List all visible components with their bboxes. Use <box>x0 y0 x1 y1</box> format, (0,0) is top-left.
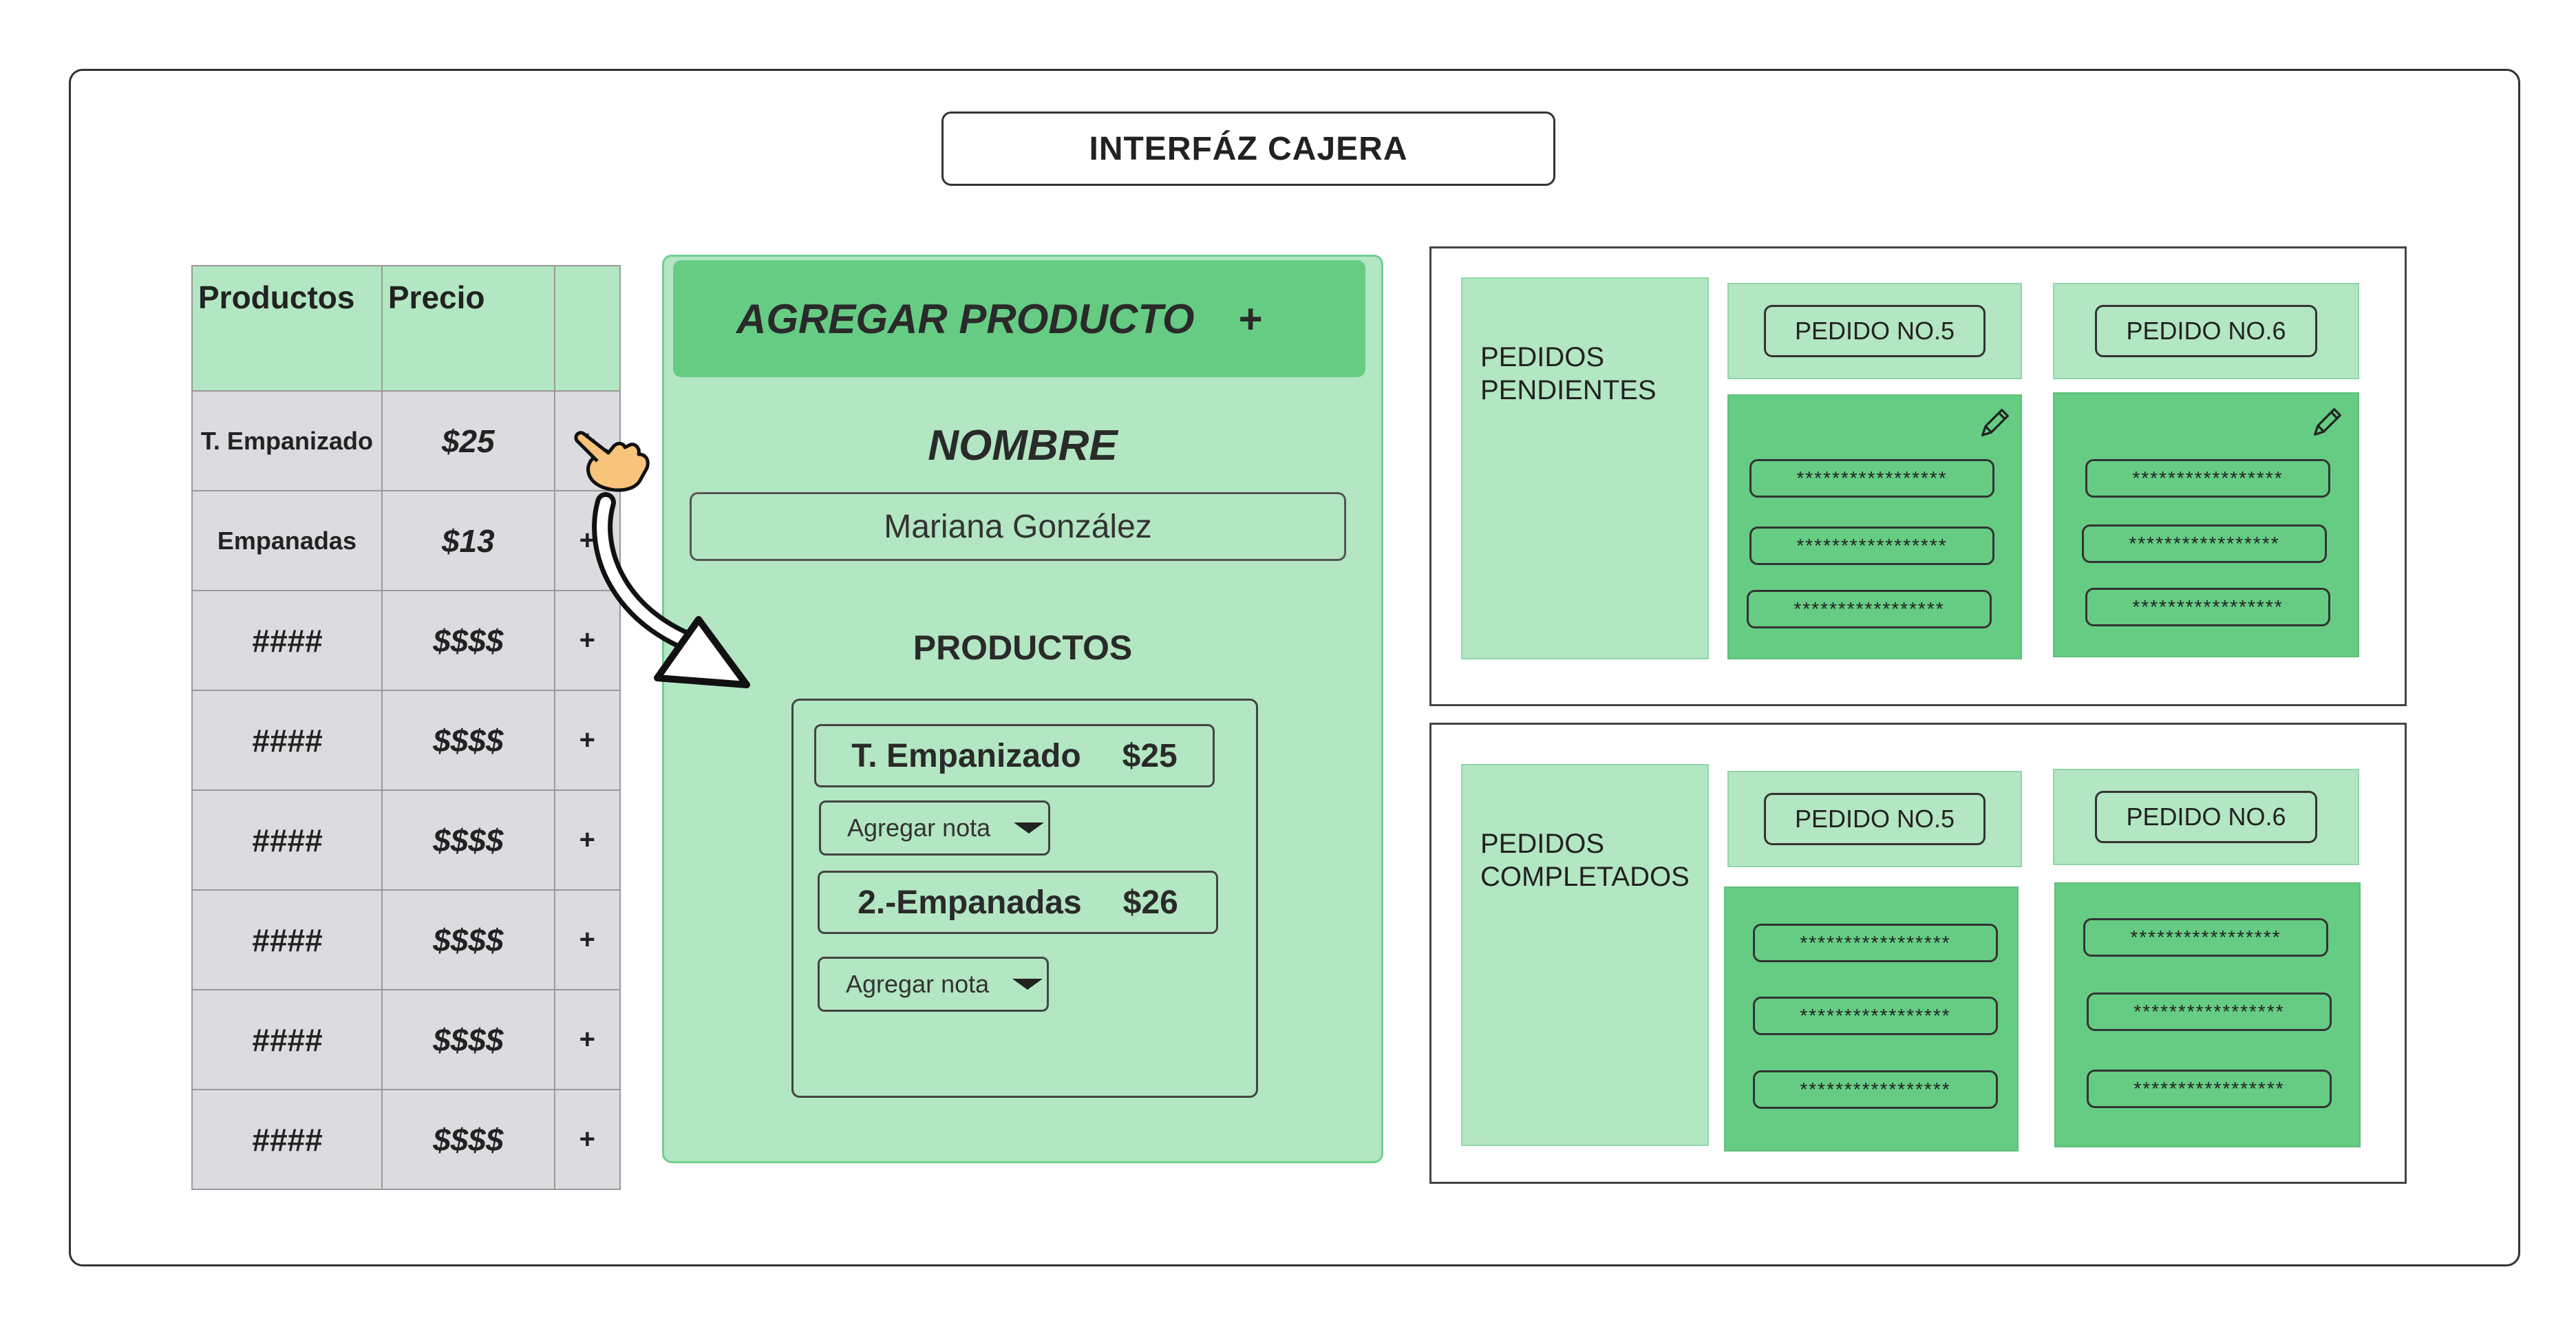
order-line: ***************** <box>2087 1070 2332 1108</box>
table-row: #### $$$$ + <box>191 1089 621 1190</box>
add-product-button[interactable]: + <box>553 690 621 791</box>
app-frame <box>69 69 2520 1266</box>
table-row: #### $$$$ + <box>191 889 621 990</box>
add-product-panel <box>662 255 1383 1163</box>
pending-order-6-body: ***************** ***************** ****… <box>2053 392 2359 657</box>
order-label[interactable]: PEDIDO NO.5 <box>1763 793 1986 845</box>
completed-label-line2: COMPLETADOS <box>1480 862 1690 892</box>
products-table: Productos Precio T. Empanizado $25 + Emp… <box>191 265 621 1190</box>
product-price: $$$$ <box>381 1089 555 1190</box>
customer-name-input[interactable] <box>690 492 1346 561</box>
caret-down-icon <box>1012 979 1043 990</box>
completed-order-5-body: ***************** ***************** ****… <box>1724 887 2019 1151</box>
table-row: #### $$$$ + <box>191 989 621 1090</box>
caret-down-icon <box>1014 822 1045 834</box>
pending-order-5-header: PEDIDO NO.5 <box>1727 283 2022 379</box>
products-label: PRODUCTOS <box>913 628 1133 667</box>
table-row: T. Empanizado $25 + <box>191 390 621 491</box>
add-note-label: Agregar nota <box>847 814 991 842</box>
add-product-button[interactable]: + <box>553 889 621 990</box>
add-product-plus-button[interactable]: + <box>1238 295 1263 342</box>
add-note-dropdown[interactable]: Agregar nota <box>818 957 1049 1012</box>
order-line: ***************** <box>2085 459 2330 498</box>
order-line: ***************** <box>1753 1070 1998 1109</box>
selected-product-price: $26 <box>1122 884 1178 921</box>
selected-product-price: $25 <box>1122 737 1178 774</box>
table-row: Empanadas $13 + <box>191 490 621 591</box>
table-row: #### $$$$ + <box>191 789 621 891</box>
order-line: ***************** <box>2087 992 2332 1031</box>
add-product-button[interactable]: + <box>553 1089 621 1190</box>
order-line: ***************** <box>1753 997 1998 1035</box>
pending-label-line2: PENDIENTES <box>1480 375 1657 405</box>
add-product-button[interactable]: + <box>553 590 621 691</box>
order-label[interactable]: PEDIDO NO.6 <box>2095 791 2317 843</box>
product-name: Empanadas <box>191 490 383 591</box>
product-price: $13 <box>381 490 555 591</box>
header-productos: Productos <box>191 265 383 392</box>
selected-product-item[interactable]: T. Empanizado $25 <box>814 724 1215 787</box>
order-line: ***************** <box>2083 918 2328 957</box>
order-line: ***************** <box>2085 588 2330 626</box>
pending-orders-label: PEDIDOS PENDIENTES <box>1461 277 1709 659</box>
product-price: $$$$ <box>381 690 555 791</box>
order-line: ***************** <box>1753 924 1998 962</box>
order-line: ***************** <box>1747 590 1992 628</box>
product-price: $$$$ <box>381 590 555 691</box>
product-name: #### <box>191 690 383 791</box>
add-product-title: AGREGAR PRODUCTO <box>736 295 1195 342</box>
header-action <box>553 265 621 392</box>
order-line: ***************** <box>2082 524 2327 563</box>
add-product-header[interactable]: AGREGAR PRODUCTO + <box>673 260 1365 377</box>
completed-order-6-body: ***************** ***************** ****… <box>2054 882 2361 1147</box>
product-name: #### <box>191 989 383 1090</box>
order-label[interactable]: PEDIDO NO.5 <box>1763 305 1986 357</box>
completed-label-line1: PEDIDOS <box>1480 829 1605 859</box>
add-note-dropdown[interactable]: Agregar nota <box>819 800 1050 856</box>
selected-product-item[interactable]: 2.-Empanadas $26 <box>818 871 1218 934</box>
arrow-icon <box>592 492 750 688</box>
product-price: $25 <box>381 390 555 491</box>
selected-product-name: 2.-Empanadas <box>858 884 1082 921</box>
order-line: ***************** <box>1749 459 1994 498</box>
header-precio: Precio <box>381 265 555 392</box>
pending-order-6-header: PEDIDO NO.6 <box>2053 283 2359 379</box>
product-name: #### <box>191 1089 383 1190</box>
table-header-row: Productos Precio <box>191 265 621 392</box>
table-row: #### $$$$ + <box>191 690 621 791</box>
product-name: #### <box>191 889 383 990</box>
selected-products-box <box>791 699 1258 1098</box>
page-title: INTERFÁZ CAJERA <box>941 112 1555 186</box>
product-name: #### <box>191 590 383 691</box>
pencil-icon[interactable] <box>2309 403 2346 440</box>
completed-order-6-header: PEDIDO NO.6 <box>2053 769 2359 865</box>
product-price: $$$$ <box>381 789 555 891</box>
completed-order-5-header: PEDIDO NO.5 <box>1727 771 2022 867</box>
add-product-button[interactable]: + <box>553 789 621 891</box>
pending-label-line1: PEDIDOS <box>1480 342 1605 372</box>
product-name: #### <box>191 789 383 891</box>
table-row: #### $$$$ + <box>191 590 621 691</box>
completed-orders-label: PEDIDOS COMPLETADOS <box>1461 764 1709 1146</box>
hand-pointer-icon <box>574 431 650 492</box>
product-price: $$$$ <box>381 989 555 1090</box>
name-label: NOMBRE <box>928 422 1118 469</box>
add-product-button[interactable]: + <box>553 989 621 1090</box>
product-price: $$$$ <box>381 889 555 990</box>
pencil-icon[interactable] <box>1977 404 2014 441</box>
order-line: ***************** <box>1749 527 1994 565</box>
pending-order-5-body: ***************** ***************** ****… <box>1727 394 2022 659</box>
order-label[interactable]: PEDIDO NO.6 <box>2095 305 2317 357</box>
selected-product-name: T. Empanizado <box>851 737 1081 774</box>
add-note-label: Agregar nota <box>846 970 990 998</box>
product-name: T. Empanizado <box>191 390 383 491</box>
